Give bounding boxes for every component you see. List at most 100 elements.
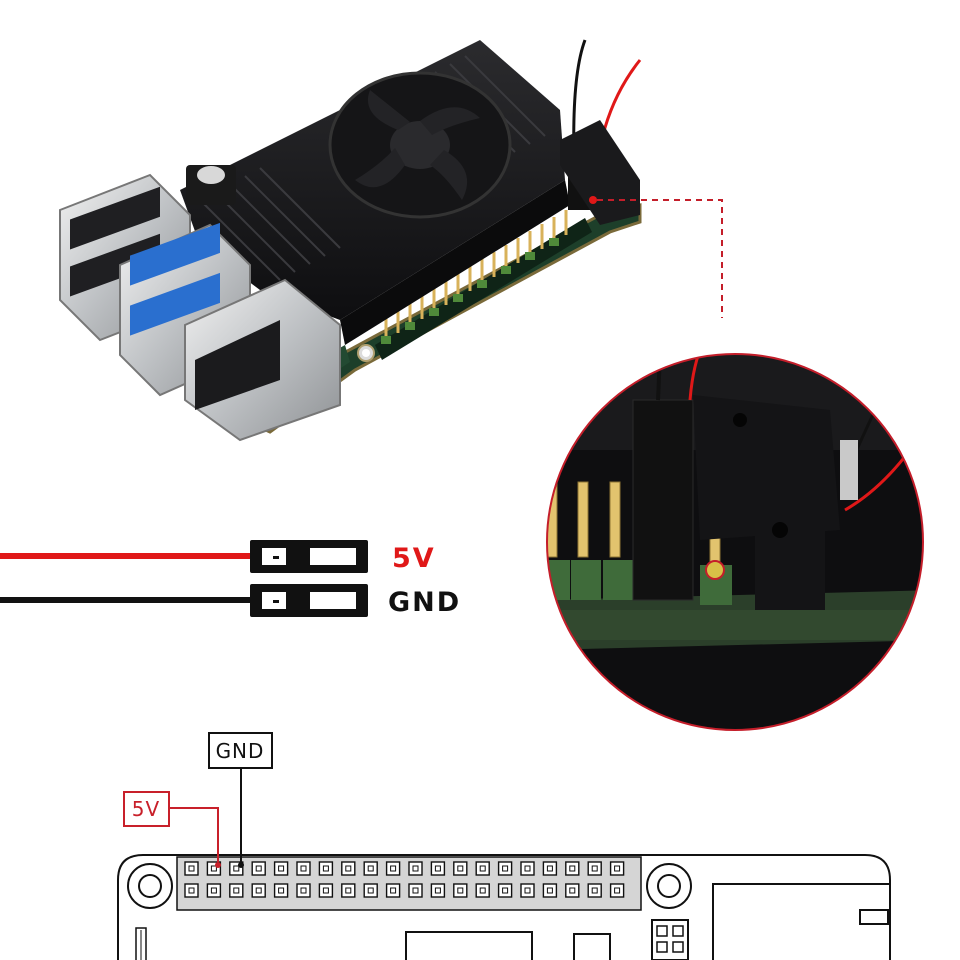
- gnd-callout: GND: [208, 732, 273, 868]
- power-connector-icon: [250, 540, 368, 573]
- gpio-pin-inner: [210, 887, 217, 894]
- chip-outline: [405, 931, 533, 960]
- gpio-pin-inner: [345, 865, 352, 872]
- gpio-pin-inner: [591, 865, 598, 872]
- gpio-pin-inner: [322, 865, 329, 872]
- gpio-pin: [475, 861, 490, 876]
- board-outline-diagram: GND 5V: [117, 732, 891, 960]
- gpio-pin: [341, 861, 356, 876]
- gpio-pin-inner: [278, 865, 285, 872]
- ground-connector-icon: [250, 584, 368, 617]
- gpio-pin-inner: [524, 865, 531, 872]
- gpio-pin: [430, 861, 446, 876]
- zoom-detail: [546, 353, 924, 731]
- gpio-pin-inner: [390, 887, 397, 894]
- gpio-pin-inner: [412, 887, 419, 894]
- gpio-pin-inner: [300, 865, 307, 872]
- gpio-pin-inner: [546, 865, 553, 872]
- gpio-pin: [341, 883, 356, 898]
- chip-outline-small: [573, 933, 611, 960]
- gpio-pin: [542, 883, 558, 898]
- gpio-pin: [497, 861, 513, 876]
- gpio-pin-inner: [278, 887, 285, 894]
- zoom-circle-outline: [546, 353, 924, 731]
- gpio-pin-inner: [479, 865, 486, 872]
- 5v-callout: 5V: [123, 791, 221, 868]
- gpio-pin: [565, 883, 580, 898]
- gpio-pin-inner: [434, 887, 441, 894]
- gpio-pin-inner: [210, 865, 217, 872]
- gpio-pin: [520, 861, 535, 876]
- gpio-pin-inner: [434, 865, 441, 872]
- gpio-pin: [408, 861, 423, 876]
- gpio-pin-inner: [412, 865, 419, 872]
- gpio-pin: [318, 861, 334, 876]
- gpio-pin-inner: [614, 887, 621, 894]
- fan-connector-photo: [560, 39, 642, 225]
- gpio-pin-inner: [188, 865, 195, 872]
- pinout-power-label: 5V: [132, 797, 160, 821]
- gpio-pin-inner: [367, 887, 374, 894]
- gpio-pin-inner: [569, 865, 576, 872]
- gpio-pin-inner: [322, 887, 329, 894]
- gpio-pin-inner: [233, 887, 240, 894]
- gpio-pin-inner: [390, 865, 397, 872]
- component-block: [712, 883, 891, 960]
- legend-ground-label: GND: [388, 587, 461, 618]
- gpio-pin-inner: [255, 887, 262, 894]
- gpio-pin-inner: [457, 865, 464, 872]
- board-edge: [117, 854, 891, 960]
- gpio-pin: [184, 883, 199, 898]
- gpio-pin: [273, 883, 289, 898]
- gpio-pin: [273, 861, 289, 876]
- gpio-pin-row: [375, 210, 592, 360]
- raspberry-pi-photo: [59, 39, 642, 442]
- gpio-pin-inner: [569, 887, 576, 894]
- gpio-pin: [296, 883, 311, 898]
- gpio-pin: [453, 861, 468, 876]
- gpio-pin-inner: [255, 865, 262, 872]
- pinout-ground-label: GND: [216, 739, 265, 763]
- gpio-pin-grid: [184, 861, 625, 898]
- gpio-pin-inner: [502, 887, 509, 894]
- gpio-header: [176, 856, 642, 911]
- gpio-pin-inner: [300, 887, 307, 894]
- legend-power-label: 5V: [392, 543, 436, 574]
- gpio-pin-inner: [479, 887, 486, 894]
- gpio-pin: [497, 883, 513, 898]
- gpio-pin: [385, 883, 401, 898]
- gpio-pin-inner: [614, 865, 621, 872]
- cooling-fan: [328, 71, 512, 219]
- gpio-pin: [542, 861, 558, 876]
- gpio-pin: [229, 883, 244, 898]
- gpio-pin: [587, 883, 602, 898]
- gpio-pin-inner: [524, 887, 531, 894]
- gpio-pin-inner: [188, 887, 195, 894]
- gpio-pin: [296, 861, 311, 876]
- gpio-pin: [520, 883, 535, 898]
- gpio-pin-inner: [345, 887, 352, 894]
- ethernet-port: [184, 278, 341, 442]
- gpio-pin: [408, 883, 423, 898]
- gpio-pin: [363, 883, 378, 898]
- gpio-pin: [430, 883, 446, 898]
- gpio-pin: [587, 861, 602, 876]
- gpio-pin: [251, 883, 266, 898]
- wire-legend: 5V GND: [0, 540, 461, 618]
- gpio-pin-inner: [591, 887, 598, 894]
- gpio-pin: [609, 861, 625, 876]
- gpio-pin-inner: [502, 865, 509, 872]
- gpio-pin: [206, 883, 222, 898]
- gpio-pin: [184, 861, 199, 876]
- small-header: [651, 919, 689, 960]
- gpio-pin: [318, 883, 334, 898]
- gpio-pin: [609, 883, 625, 898]
- gpio-pin-inner: [546, 887, 553, 894]
- gpio-pin-inner: [457, 887, 464, 894]
- edge-connector: [135, 927, 147, 960]
- gpio-pin: [251, 861, 266, 876]
- gpio-pin: [363, 861, 378, 876]
- gpio-pin: [475, 883, 490, 898]
